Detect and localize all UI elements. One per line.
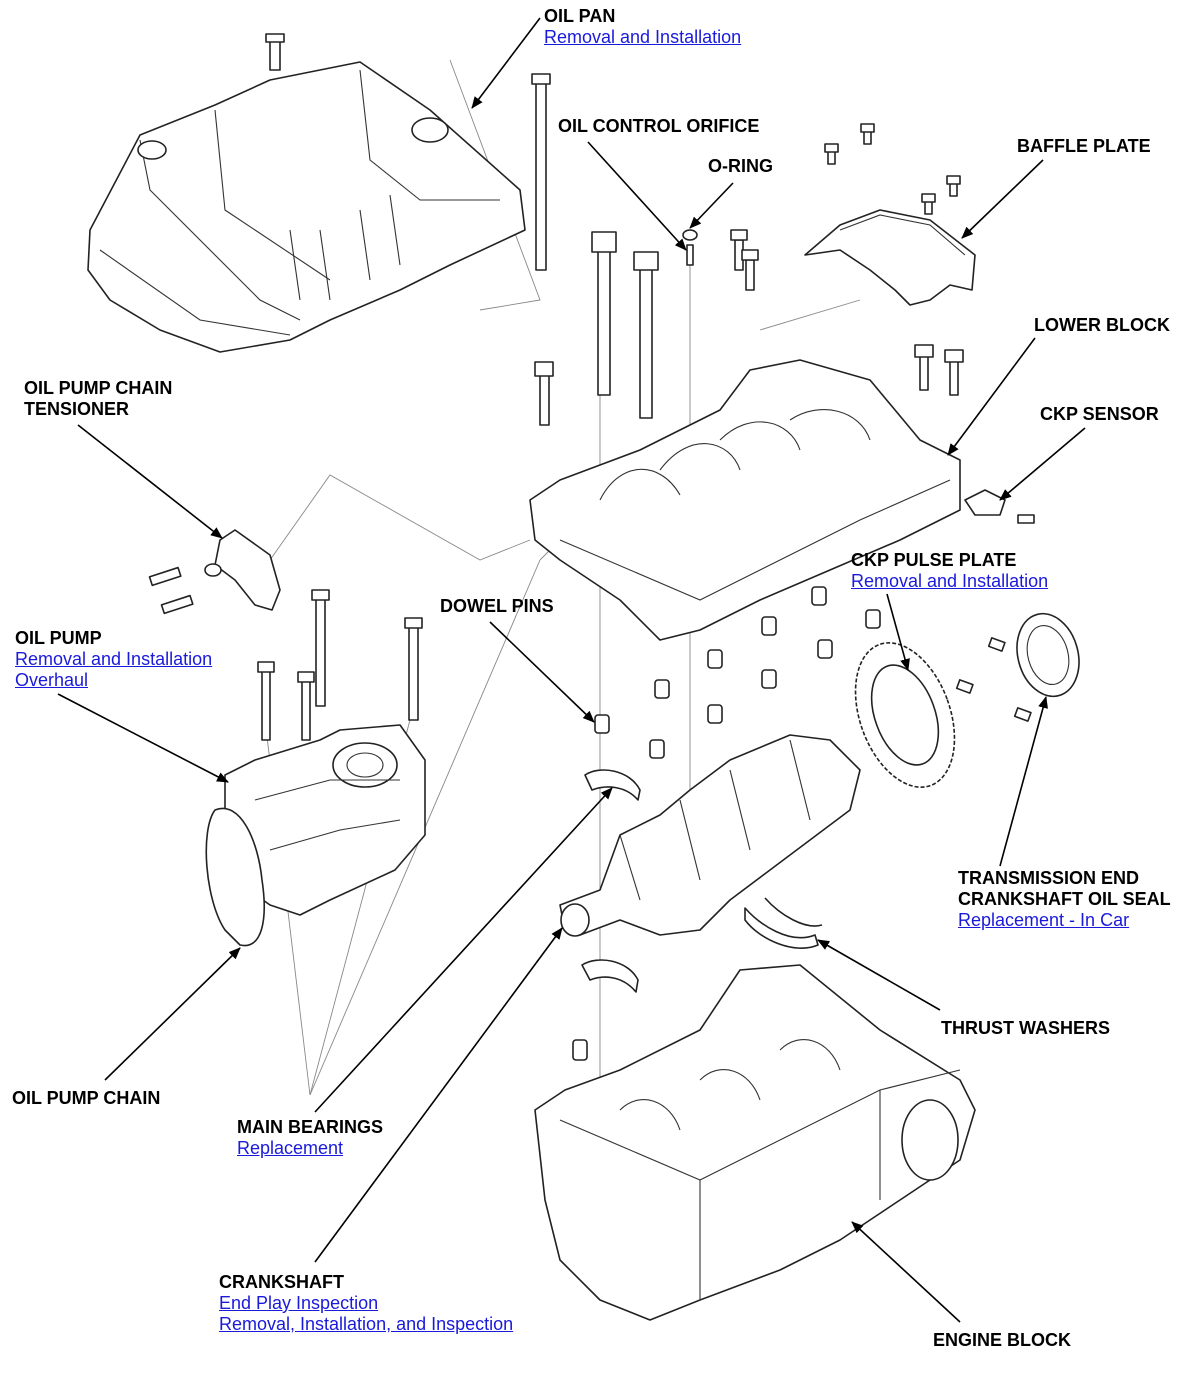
bearings-drawing (581, 769, 823, 993)
crankshaft-removal-link[interactable]: Removal, Installation, and Inspection (219, 1314, 514, 1334)
leader-oil-seal (999, 696, 1048, 867)
leader-oil-control-orifice (587, 141, 687, 251)
label-engine-block: ENGINE BLOCK (933, 1330, 1071, 1351)
crankshaft-end-play-link[interactable]: End Play Inspection (219, 1293, 379, 1313)
label-oil-pump-chain: OIL PUMP CHAIN (12, 1088, 160, 1109)
baffle-plate-drawing (804, 209, 976, 306)
oil-seal-replacement-link[interactable]: Replacement - In Car (958, 910, 1130, 930)
label-crankshaft: CRANKSHAFT End Play Inspection Removal, … (219, 1272, 513, 1335)
main-bearings-replacement-link[interactable]: Replacement (237, 1138, 344, 1158)
ckp-pulse-plate-drawing (854, 637, 1032, 788)
lower-block-title: LOWER BLOCK (1034, 315, 1170, 335)
lower-block-drawing (529, 359, 1035, 641)
tensioner-drawing (148, 529, 281, 615)
label-thrust-washers: THRUST WASHERS (941, 1018, 1110, 1039)
label-lower-block: LOWER BLOCK (1034, 315, 1170, 336)
oil-pan-title: OIL PAN (544, 6, 616, 26)
label-o-ring: O-RING (708, 156, 773, 177)
oil-pump-overhaul-link[interactable]: Overhaul (15, 670, 89, 690)
oil-pump-chain-title: OIL PUMP CHAIN (12, 1088, 161, 1108)
leader-lines (57, 17, 1086, 1323)
leader-ckp-pulse-plate (886, 593, 910, 671)
leader-main-bearings (314, 787, 613, 1113)
engine-block-drawing (534, 964, 976, 1321)
leader-engine-block (851, 1221, 961, 1323)
leader-oil-pump (57, 693, 229, 783)
label-oil-pan: OIL PAN Removal and Installation (544, 6, 741, 48)
oil-pan-removal-link[interactable]: Removal and Installation (544, 27, 742, 47)
baffle-plate-title: BAFFLE PLATE (1017, 136, 1151, 156)
oil-seal-title-line-2: CRANKSHAFT OIL SEAL (958, 889, 1171, 909)
leader-ckp-sensor (999, 427, 1086, 501)
dowel-pins-title: DOWEL PINS (440, 596, 554, 616)
crankshaft-title: CRANKSHAFT (219, 1272, 344, 1292)
ckp-sensor-title: CKP SENSOR (1040, 404, 1159, 424)
dowel-pins-drawing (572, 586, 881, 1061)
label-oil-seal: TRANSMISSION END CRANKSHAFT OIL SEAL Rep… (958, 868, 1171, 931)
o-ring-title: O-RING (708, 156, 773, 176)
bolts (531, 73, 964, 426)
leader-thrust-washers (817, 939, 941, 1011)
label-dowel-pins: DOWEL PINS (440, 596, 554, 617)
tensioner-title-line-1: OIL PUMP CHAIN (24, 378, 173, 398)
label-main-bearings: MAIN BEARINGS Replacement (237, 1117, 383, 1159)
leader-tensioner (77, 424, 223, 539)
oil-pan-drawing (87, 33, 526, 353)
leader-dowel-pins (489, 621, 595, 723)
leader-oil-pump-chain (104, 947, 241, 1081)
oil-seal-drawing (1016, 612, 1080, 698)
leader-lower-block (947, 337, 1036, 456)
oil-pump-removal-link[interactable]: Removal and Installation (15, 649, 213, 669)
label-baffle-plate: BAFFLE PLATE (1017, 136, 1151, 157)
ckp-pulse-plate-title: CKP PULSE PLATE (851, 550, 1017, 570)
label-oil-pump: OIL PUMP Removal and Installation Overha… (15, 628, 212, 691)
leader-crankshaft (314, 927, 563, 1263)
oil-pump-title: OIL PUMP (15, 628, 102, 648)
label-tensioner: OIL PUMP CHAIN TENSIONER (24, 378, 172, 420)
oil-control-orifice-title: OIL CONTROL ORIFICE (558, 116, 760, 136)
leader-oil-pan (471, 17, 541, 109)
main-bearings-title: MAIN BEARINGS (237, 1117, 384, 1137)
tensioner-title-line-2: TENSIONER (24, 399, 130, 419)
label-oil-control-orifice: OIL CONTROL ORIFICE (558, 116, 759, 137)
engine-block-title: ENGINE BLOCK (933, 1330, 1072, 1350)
label-ckp-sensor: CKP SENSOR (1040, 404, 1159, 425)
leader-o-ring (689, 182, 734, 229)
ckp-pulse-plate-removal-link[interactable]: Removal and Installation (851, 571, 1049, 591)
thrust-washers-title: THRUST WASHERS (941, 1018, 1111, 1038)
oil-seal-title-line-1: TRANSMISSION END (958, 868, 1140, 888)
crankshaft-drawing (559, 734, 861, 937)
oil-pump-drawing (205, 589, 426, 947)
leader-baffle-plate (961, 159, 1044, 239)
label-ckp-pulse-plate: CKP PULSE PLATE Removal and Installation (851, 550, 1048, 592)
